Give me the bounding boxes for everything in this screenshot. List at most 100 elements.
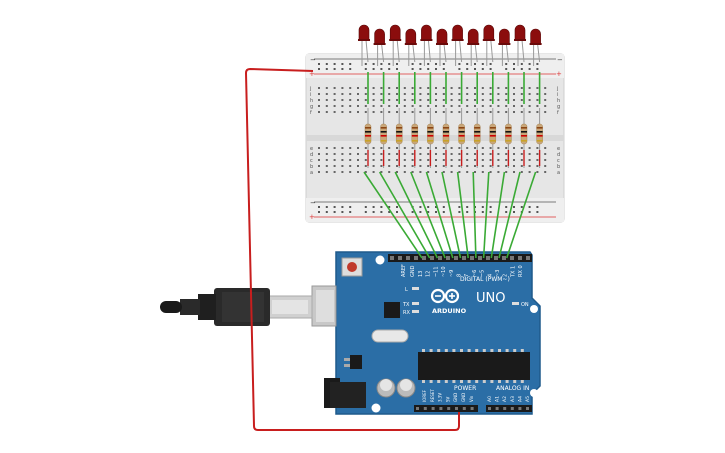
- red-led[interactable]: [530, 28, 541, 45]
- digital-pin-label: ~5: [480, 270, 486, 277]
- resistor[interactable]: [489, 123, 497, 145]
- ground-wire[interactable]: [244, 67, 460, 431]
- row-letter: f: [310, 110, 312, 116]
- signal-wire[interactable]: [410, 171, 446, 259]
- resistor[interactable]: [364, 123, 372, 145]
- resistor-band: [489, 135, 496, 137]
- mounting-hole: [530, 389, 538, 397]
- red-led[interactable]: [421, 24, 432, 41]
- usb-cable[interactable]: [160, 288, 313, 326]
- resistor[interactable]: [380, 123, 387, 145]
- signal-wire[interactable]: [394, 171, 439, 259]
- tx-led: [412, 302, 419, 305]
- signal-wire[interactable]: [378, 171, 431, 259]
- signal-wire[interactable]: [441, 171, 462, 259]
- resistor-band: [443, 135, 449, 137]
- resistor-band: [443, 131, 449, 133]
- analog-header[interactable]: [486, 405, 532, 412]
- signal-wire[interactable]: [472, 171, 477, 259]
- resistor-band: [474, 140, 481, 142]
- resistor-band: [489, 131, 496, 133]
- digital-pin-label: ~10: [441, 266, 447, 277]
- mounting-hole: [371, 403, 381, 413]
- analog-pin-label: A2: [502, 396, 508, 402]
- resistor-band: [505, 131, 512, 133]
- signal-wires[interactable]: [363, 72, 541, 259]
- resistor-array[interactable]: [364, 108, 543, 168]
- red-led[interactable]: [467, 28, 479, 45]
- digital-pin-label: ~6: [472, 270, 478, 277]
- red-led[interactable]: [452, 24, 463, 41]
- resistor[interactable]: [442, 123, 450, 145]
- rx-led-label: RX: [403, 310, 410, 316]
- row-letter: e: [310, 146, 313, 152]
- led-array[interactable]: [358, 24, 542, 66]
- power-pin-label: GND: [461, 393, 466, 402]
- resistor-band: [411, 140, 418, 142]
- usb-port[interactable]: [311, 285, 337, 327]
- signal-wire[interactable]: [456, 171, 469, 259]
- resistor-band: [443, 140, 449, 142]
- row-letter: j: [556, 86, 558, 92]
- power-pin-label: IOREF: [422, 389, 427, 402]
- row-letter: a: [557, 170, 560, 176]
- row-letter: c: [310, 158, 313, 164]
- red-led[interactable]: [358, 24, 370, 41]
- resistor-band: [474, 127, 481, 129]
- analog-label: ANALOG IN: [496, 385, 529, 392]
- power-pin-label: GND: [453, 393, 458, 402]
- resistor[interactable]: [411, 123, 419, 145]
- atmega-chip: [418, 349, 530, 383]
- resistor-band: [474, 135, 481, 137]
- digital-pin-label: ~11: [433, 266, 439, 277]
- resistor[interactable]: [505, 123, 512, 145]
- resistor[interactable]: [427, 123, 434, 145]
- signal-wire[interactable]: [482, 171, 490, 259]
- resistor-band: [380, 131, 387, 133]
- led-leg: [427, 39, 431, 63]
- power-header[interactable]: [414, 405, 478, 412]
- resistor[interactable]: [473, 123, 481, 145]
- red-led[interactable]: [389, 24, 401, 41]
- red-led[interactable]: [483, 24, 495, 41]
- analog-pin-label: A3: [510, 396, 516, 402]
- resistor-band: [505, 140, 512, 142]
- signal-wire[interactable]: [490, 171, 506, 259]
- resistor-band: [380, 140, 387, 142]
- usb-chip: [384, 302, 400, 318]
- red-led[interactable]: [499, 28, 510, 45]
- resistor[interactable]: [395, 123, 403, 145]
- power-pin-label: 5V: [445, 396, 450, 402]
- led-rim: [420, 39, 433, 41]
- reset-button-cap[interactable]: [347, 262, 357, 272]
- red-led[interactable]: [405, 28, 417, 45]
- led-rim: [358, 39, 370, 41]
- digital-pin-label: 13: [418, 271, 424, 277]
- signal-wire[interactable]: [505, 171, 537, 259]
- red-led[interactable]: [436, 28, 448, 45]
- resistor[interactable]: [536, 123, 543, 145]
- signal-wire[interactable]: [425, 171, 454, 259]
- signal-wire[interactable]: [363, 171, 423, 259]
- red-led[interactable]: [514, 24, 526, 41]
- crystal-oscillator: [371, 329, 409, 343]
- resistor[interactable]: [520, 123, 528, 145]
- resistor-band: [489, 127, 496, 129]
- digital-pin-label: ~9: [449, 270, 455, 277]
- resistor-band: [380, 127, 387, 129]
- dc-power-jack[interactable]: [324, 378, 366, 408]
- resistor[interactable]: [458, 123, 465, 145]
- resistor-band: [474, 131, 481, 133]
- led-rim: [373, 43, 386, 45]
- model-label: UNO: [476, 291, 505, 306]
- resistor-band: [427, 135, 434, 137]
- digital-pin-label: 4: [487, 274, 493, 277]
- brand-label: ARDUINO: [432, 307, 467, 315]
- signal-wire[interactable]: [498, 171, 521, 259]
- row-letter: e: [557, 146, 560, 152]
- led-rim: [467, 43, 480, 45]
- red-led[interactable]: [374, 28, 385, 45]
